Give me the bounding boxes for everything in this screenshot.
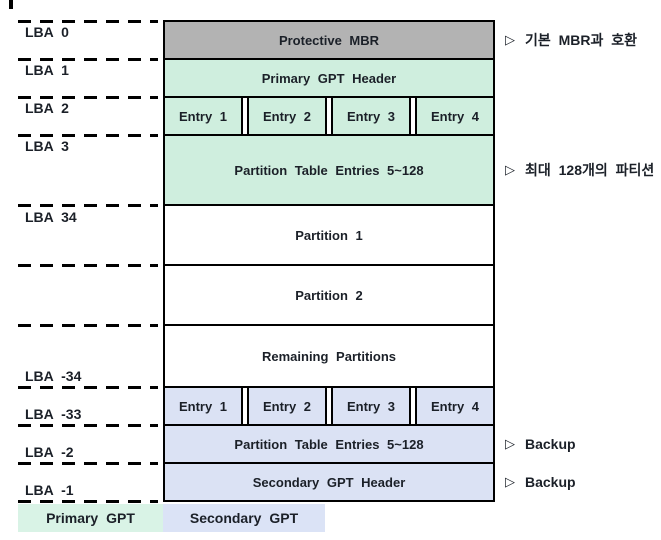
block-secondary-gpt-header: Secondary GPT Header [163, 462, 495, 502]
block-backup-partition-table-entries: Partition Table Entries 5~128 [163, 424, 495, 464]
lba-label-minus-33: LBA -33 [25, 406, 82, 422]
annotation-mbr-compatible: ▷ 기본 MBR과 호환 [505, 30, 637, 50]
lba-label-1: LBA 1 [25, 62, 69, 78]
lba-boundary-line [18, 386, 158, 389]
lba-boundary-line [18, 462, 158, 465]
lba-boundary-line [18, 96, 158, 99]
triangle-right-icon: ▷ [505, 474, 515, 489]
block-backup-entry-1: Entry 1 [163, 386, 243, 426]
annotation-text: Backup [525, 436, 576, 452]
block-entry-2: Entry 2 [247, 96, 327, 136]
block-protective-mbr: Protective MBR [163, 20, 495, 60]
triangle-right-icon: ▷ [505, 436, 515, 451]
block-partition-2: Partition 2 [163, 264, 495, 326]
lba-label-2: LBA 2 [25, 100, 69, 116]
block-backup-entry-4: Entry 4 [415, 386, 495, 426]
lba-boundary-line [18, 204, 158, 207]
lba-label-3: LBA 3 [25, 138, 69, 154]
annotation-max-partitions: ▷ 최대 128개의 파티션 [505, 160, 654, 180]
legend-primary-gpt: Primary GPT [18, 504, 163, 532]
lba-label-34: LBA 34 [25, 209, 77, 225]
block-primary-gpt-header: Primary GPT Header [163, 58, 495, 98]
annotation-backup-header: ▷ Backup [505, 472, 576, 492]
lba-label-0: LBA 0 [25, 24, 69, 40]
block-partition-table-entries: Partition Table Entries 5~128 [163, 134, 495, 206]
annotation-backup-entries: ▷ Backup [505, 434, 576, 454]
block-backup-entry-2: Entry 2 [247, 386, 327, 426]
annotation-text: 기본 MBR과 호환 [525, 32, 638, 48]
block-backup-entry-3: Entry 3 [331, 386, 411, 426]
lba-boundary-line [18, 324, 158, 327]
lba-boundary-line [18, 20, 158, 23]
lba-label-minus-2: LBA -2 [25, 444, 74, 460]
block-partition-1: Partition 1 [163, 204, 495, 266]
triangle-right-icon: ▷ [505, 32, 515, 47]
annotation-text: 최대 128개의 파티션 [525, 162, 655, 178]
lba-boundary-line [18, 264, 158, 267]
block-entry-1: Entry 1 [163, 96, 243, 136]
lba-label-minus-34: LBA -34 [25, 368, 82, 384]
backup-entry-row: Entry 1 Entry 2 Entry 3 Entry 4 [163, 386, 495, 426]
block-remaining-partitions: Remaining Partitions [163, 324, 495, 388]
stray-mark [9, 0, 13, 9]
legend-secondary-gpt: Secondary GPT [163, 504, 325, 532]
lba-boundary-line [18, 58, 158, 61]
primary-entry-row: Entry 1 Entry 2 Entry 3 Entry 4 [163, 96, 495, 136]
lba-boundary-line [18, 500, 158, 503]
lba-label-minus-1: LBA -1 [25, 482, 74, 498]
lba-boundary-line [18, 134, 158, 137]
block-entry-3: Entry 3 [331, 96, 411, 136]
block-entry-4: Entry 4 [415, 96, 495, 136]
annotation-text: Backup [525, 474, 576, 490]
lba-boundary-line [18, 424, 158, 427]
triangle-right-icon: ▷ [505, 162, 515, 177]
